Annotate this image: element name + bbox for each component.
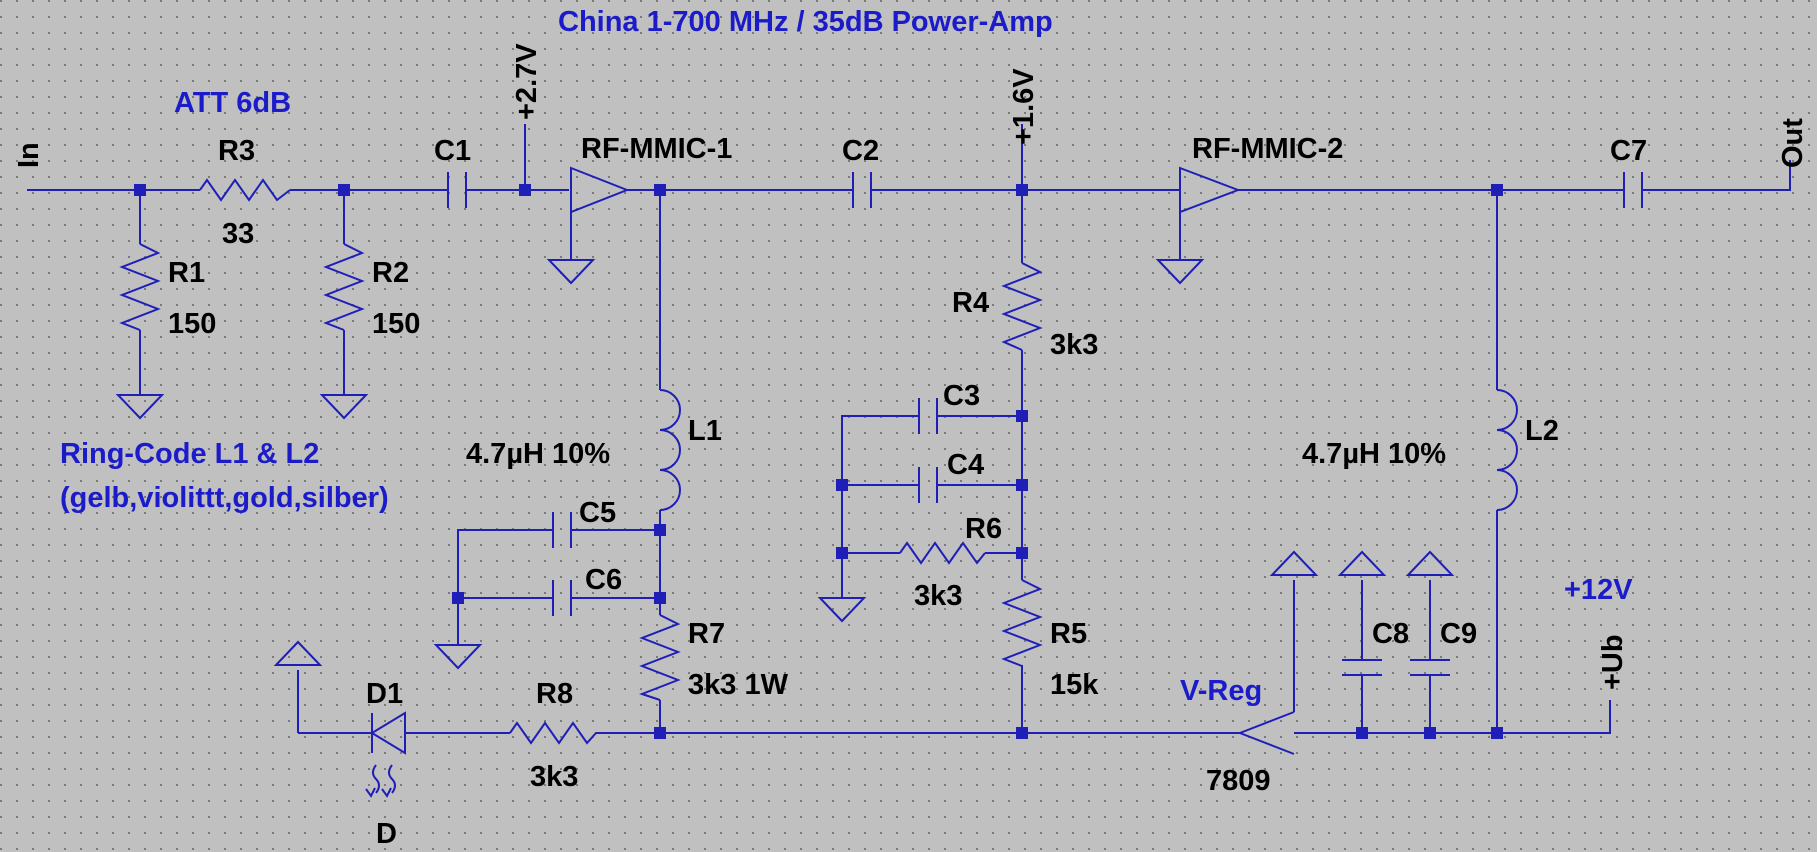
mmic2-name: RF-MMIC-2 [1192,133,1343,165]
r4-value: 3k3 [1050,329,1098,361]
r2-name: R2 [372,257,409,289]
c9-symbol [1410,659,1450,676]
r6-value: 3k3 [914,580,962,612]
r3-name: R3 [218,135,255,167]
r7-symbol [639,614,681,701]
r1-symbol [119,243,161,331]
r2-value: 150 [372,308,420,340]
c6-name: C6 [585,564,622,596]
c8-symbol [1342,659,1382,676]
l1-name: L1 [688,415,722,447]
d1-value: D [376,818,397,850]
r3-symbol [199,178,291,202]
d1-symbol [365,711,406,798]
l2-symbol [1496,389,1518,511]
c4-name: C4 [947,449,984,481]
c5-symbol [552,512,572,548]
r4-name: R4 [952,287,989,319]
rail-27v-label: +2.7V [511,43,543,120]
l1-value: 4.7µH 10% [466,438,610,470]
r6-symbol [899,541,986,565]
r8-value: 3k3 [530,761,578,793]
ring-code-note-2: (gelb,violittt,gold,silber) [60,482,389,514]
c3-name: C3 [943,380,980,412]
r5-value: 15k [1050,669,1099,701]
supply-symbols [273,550,1455,666]
c4-symbol [918,467,938,503]
c7-symbol [1623,172,1643,208]
port-in-label: In [13,142,45,168]
port-out-label: Out [1777,118,1809,168]
c5-name: C5 [579,497,616,529]
ring-code-note-1: Ring-Code L1 & L2 [60,438,319,470]
l2-value: 4.7µH 10% [1302,438,1446,470]
ground-symbols [115,259,1205,670]
r8-name: R8 [536,678,573,710]
r3-value: 33 [222,218,254,250]
diagram-title: China 1-700 MHz / 35dB Power-Amp [558,6,1053,38]
wires [27,124,1791,734]
mmic1-name: RF-MMIC-1 [581,133,732,165]
mmic1-symbol [570,166,630,214]
port-ub-label: +Ub [1597,634,1629,690]
c8-name: C8 [1372,618,1409,650]
r1-value: 150 [168,308,216,340]
r5-symbol [1001,579,1043,667]
vreg-symbol [1237,711,1295,755]
c3-symbol [918,398,938,434]
r4-symbol [1001,262,1043,351]
c7-name: C7 [1610,135,1647,167]
l2-name: L2 [1525,415,1559,447]
r6-name: R6 [965,513,1002,545]
att-note: ATT 6dB [174,87,291,119]
d1-name: D1 [366,678,403,710]
r2-symbol [323,243,365,331]
c2-symbol [852,172,872,208]
l1-symbol [659,389,681,511]
r5-name: R5 [1050,618,1087,650]
c9-name: C9 [1440,618,1477,650]
junctions [134,184,1503,739]
c2-name: C2 [842,135,879,167]
c1-symbol [447,172,467,208]
r1-name: R1 [168,257,205,289]
r7-value: 3k3 1W [688,669,789,701]
mmic2-symbol [1179,166,1241,214]
vreg-note: V-Reg [1180,675,1262,707]
rail-16v-label: +1.6V [1008,68,1040,145]
r7-name: R7 [688,618,725,650]
supply-note: +12V [1564,574,1633,606]
r8-symbol [509,721,600,745]
c1-name: C1 [434,135,471,167]
vreg-value: 7809 [1206,765,1271,797]
c6-symbol [552,580,572,616]
